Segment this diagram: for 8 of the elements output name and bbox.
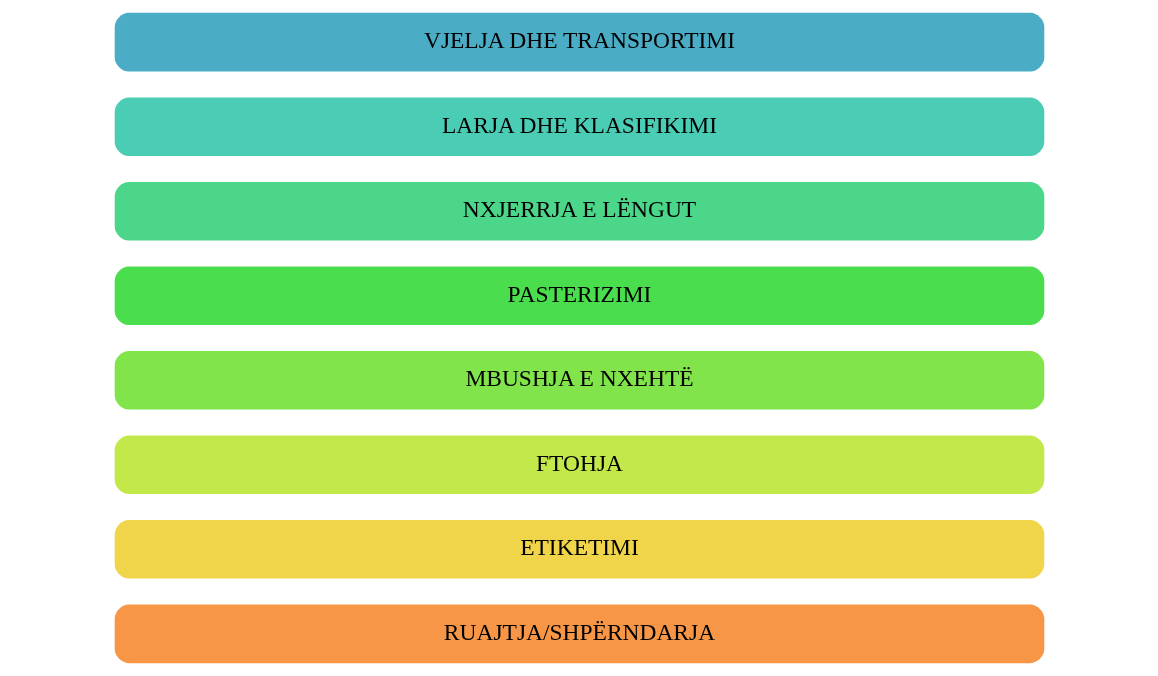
node-box: NXJERRJA E LËNGUT: [114, 181, 1044, 241]
node-box: PASTERIZIMI: [114, 266, 1044, 326]
node-box: ETIKETIMI: [114, 519, 1044, 579]
node-box: FTOHJA: [114, 435, 1044, 495]
node-box: RUAJTJA/SHPËRNDARJA: [114, 604, 1044, 664]
node-box: LARJA DHE KLASIFIKIMI: [114, 97, 1044, 157]
node-box: VJELJA DHE TRANSPORTIMI: [114, 12, 1044, 72]
node-box: MBUSHJA E NXEHTË: [114, 350, 1044, 410]
